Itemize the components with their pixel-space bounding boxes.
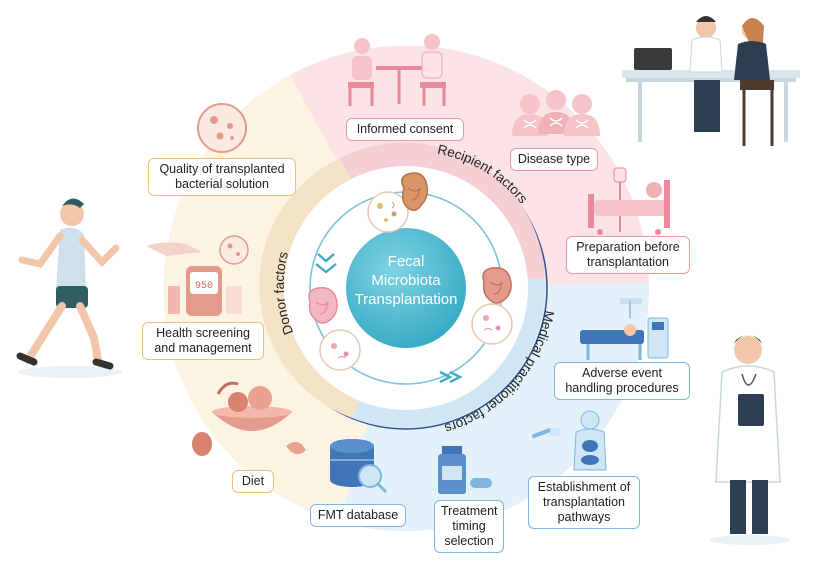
- doctor-figure: [710, 335, 790, 545]
- fmt-database-label: FMT database: [310, 504, 406, 527]
- intestine-icon: [482, 266, 512, 304]
- mri-scanner-icon: [580, 298, 669, 360]
- adverse-event-label: Adverse event handling procedures: [554, 362, 690, 400]
- label-text: pathways: [557, 510, 611, 524]
- label-text: timing: [452, 519, 486, 533]
- label-text: Adverse event: [582, 366, 662, 380]
- informed-consent-label: Informed consent: [346, 118, 464, 141]
- bacteria-dish-icon: [197, 103, 247, 153]
- body-organs-icon: [532, 410, 607, 471]
- treatment-timing-label: Treatment timing selection: [434, 500, 504, 553]
- database-icon: [330, 439, 388, 494]
- label-text: Informed consent: [356, 122, 454, 136]
- preparation-label: Preparation before transplantation: [566, 236, 690, 274]
- label-text: transplantation: [542, 495, 625, 509]
- label-text: selection: [444, 534, 494, 548]
- bacteria-dish-icon: [367, 191, 409, 233]
- label-text: Establishment of: [537, 480, 631, 494]
- consultation-scene: [348, 34, 446, 106]
- glucose-meter-icon: 950: [146, 235, 249, 316]
- intestine-icon: [308, 286, 338, 324]
- establishment-label: Establishment of transplantation pathway…: [528, 476, 640, 529]
- meter-readout: 950: [195, 281, 213, 292]
- label-text: transplantation: [586, 255, 669, 269]
- center-title-line: Microbiota: [371, 272, 441, 289]
- hospital-bed-icon: [588, 167, 670, 235]
- runner-figure: [16, 198, 122, 378]
- doctor-patient-scene: [622, 16, 800, 146]
- medicine-bottle-icon: [438, 446, 492, 494]
- center-title-line: Fecal: [387, 253, 425, 270]
- bacteria-dish-icon: [319, 329, 361, 371]
- label-text: FMT database: [317, 508, 399, 522]
- label-text: bacterial solution: [175, 177, 269, 191]
- label-text: and management: [154, 341, 252, 355]
- center-disc: [346, 228, 466, 348]
- label-text: Diet: [241, 474, 265, 488]
- bacteria-dish-icon: [471, 303, 513, 345]
- food-bowl-icon: [192, 381, 306, 456]
- label-text: Preparation before: [576, 240, 680, 254]
- dna-group-icon: [512, 90, 600, 136]
- diet-label: Diet: [232, 470, 274, 493]
- label-text: handling procedures: [565, 381, 679, 395]
- quality-label: Quality of transplanted bacterial soluti…: [148, 158, 296, 196]
- cycle-arrow-left: [315, 253, 337, 274]
- disease-type-label: Disease type: [510, 148, 598, 171]
- center-title: Fecal Microbiota Transplantation: [340, 252, 472, 309]
- intestine-icon: [401, 172, 429, 211]
- health-screening-label: Health screening and management: [142, 322, 264, 360]
- label-text: Quality of transplanted: [159, 162, 285, 176]
- label-text: Treatment: [441, 504, 498, 518]
- label-text: Disease type: [517, 152, 591, 166]
- center-title-line: Transplantation: [354, 291, 458, 308]
- cycle-arrow-bottom: [439, 370, 463, 384]
- label-text: Health screening: [156, 326, 250, 340]
